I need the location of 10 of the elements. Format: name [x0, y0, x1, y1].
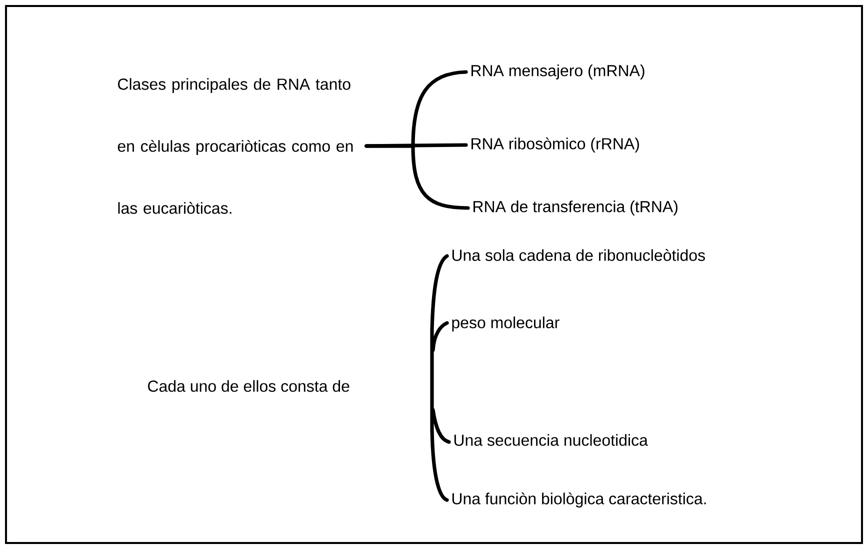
text-label: Una funciòn biològica caracteristica.	[452, 492, 706, 508]
text-label: Una sola cadena de ribonucleòtidos	[452, 249, 705, 261]
bracket-line	[364, 144, 470, 210]
text-label: Cada uno de ellos consta de	[148, 380, 350, 392]
text-label: peso molecular	[452, 316, 560, 332]
text-label: RNA de transferencia (tRNA)	[474, 200, 678, 216]
text-label: Clases principales de RNA tanto en cèlulas procariòticas como en las eucariòticas.	[118, 78, 353, 214]
text-label: RNA mensajero (mRNA)	[472, 64, 644, 80]
text-label: RNA ribosòmico (rRNA)	[472, 137, 639, 153]
text-label: Una secuencia nucleotidica	[454, 434, 648, 446]
